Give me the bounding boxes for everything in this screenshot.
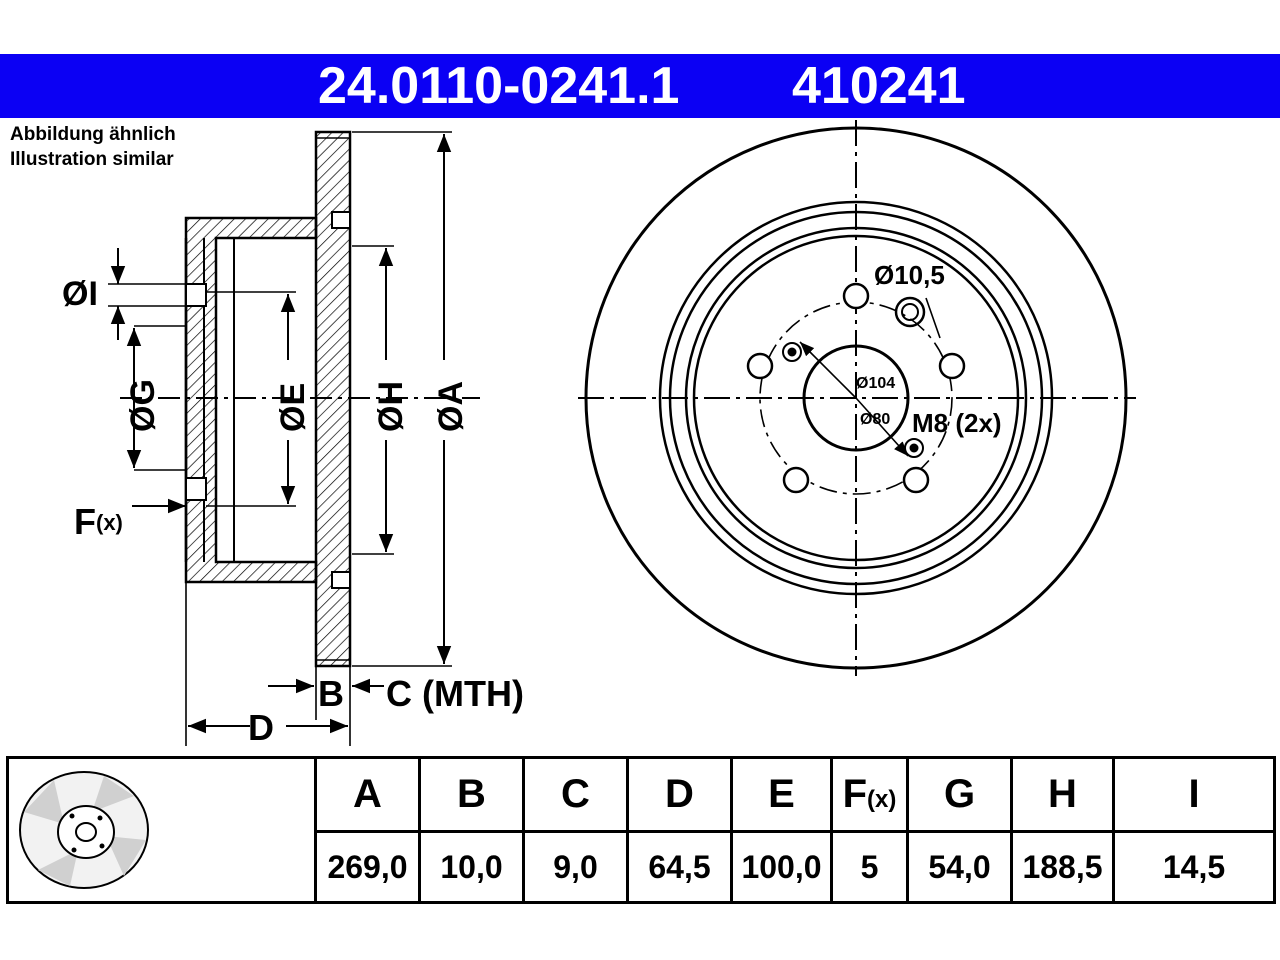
front-view: Ø10,5 Ø104 Ø80 M8 (2x) xyxy=(578,120,1136,676)
item-code: 410241 xyxy=(792,57,966,115)
label-dia-e: ØE xyxy=(274,383,312,432)
col-header-f: F(x) xyxy=(833,759,906,830)
value-f: 5 xyxy=(860,849,879,885)
label-dia-g: ØG xyxy=(124,379,162,432)
part-number: 24.0110-0241.1 xyxy=(318,57,680,115)
label-f: F xyxy=(74,501,96,542)
col-header-f-suffix: (x) xyxy=(867,786,897,813)
value-h: 188,5 xyxy=(1022,849,1103,885)
col-header-h: H xyxy=(1048,772,1077,816)
col-header-g: G xyxy=(943,772,976,816)
bolt-hole xyxy=(902,466,930,494)
col-header-b: B xyxy=(457,772,486,816)
svg-text:F(x): F(x) xyxy=(74,501,123,542)
bolt-hole xyxy=(938,352,966,380)
label-dia-a: ØA xyxy=(432,381,470,432)
bolt-hole xyxy=(842,282,870,310)
value-d: 64,5 xyxy=(648,849,711,885)
col-header-f-label: F xyxy=(842,772,868,816)
value-e: 100,0 xyxy=(741,849,822,885)
value-i: 14,5 xyxy=(1162,849,1226,885)
note-german: Abbildung ähnlich xyxy=(10,124,176,145)
col-header-c: C xyxy=(561,772,590,816)
label-c-mth: C (MTH) xyxy=(386,673,524,714)
label-dia-i: ØI xyxy=(62,275,98,313)
label-dia-h: ØH xyxy=(372,381,410,432)
label-pcd: Ø104 xyxy=(856,375,895,392)
disc-thumbnail-icon xyxy=(19,771,149,889)
value-a: 269,0 xyxy=(327,849,408,885)
value-c: 9,0 xyxy=(553,849,598,885)
col-header-d: D xyxy=(665,772,694,816)
note-english: Illustration similar xyxy=(10,149,174,170)
label-d: D xyxy=(248,707,274,748)
label-hole-dia: Ø10,5 xyxy=(874,260,945,290)
col-header-e: E xyxy=(768,772,795,816)
label-b: B xyxy=(318,673,344,714)
bolt-hole xyxy=(782,466,810,494)
value-b: 10,0 xyxy=(440,849,503,885)
label-f-suffix: (x) xyxy=(96,510,123,535)
hub-section xyxy=(184,216,318,584)
value-g: 54,0 xyxy=(928,849,991,885)
label-thread: M8 (2x) xyxy=(912,408,1002,438)
spec-table: A B C D E F(x) G H I 269,0 10,0 9,0 64,5… xyxy=(6,756,1276,904)
col-header-i: I xyxy=(1188,772,1200,816)
header-bar: 24.0110-0241.1 410241 xyxy=(0,54,1280,118)
col-header-a: A xyxy=(353,772,382,816)
side-section-view: ØI ØG ØE ØH ØA F(x) B xyxy=(62,130,524,748)
bolt-hole xyxy=(746,352,774,380)
label-bore: Ø80 xyxy=(860,411,890,428)
